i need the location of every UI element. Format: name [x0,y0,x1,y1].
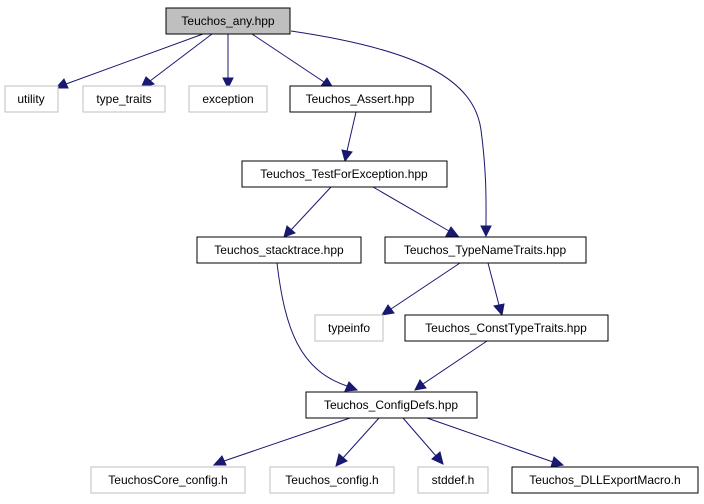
node-label: Teuchos_stacktrace.hpp [214,243,344,257]
node-label: Teuchos_TestForException.hpp [260,167,428,181]
node-label: TeuchosCore_config.h [108,473,227,487]
node-label: Teuchos_DLLExportMacro.h [529,473,680,487]
node-teuchos-config: Teuchos_config.h [269,466,395,494]
node-stddef: stddef.h [417,466,489,494]
node-label: exception [202,92,253,106]
node-label: Teuchos_ConstTypeTraits.hpp [425,321,587,335]
node-label: Teuchos_TypeNameTraits.hpp [404,243,567,257]
node-label: utility [17,92,44,106]
node-label: Teuchos_any.hpp [181,14,275,28]
nodes: Teuchos_any.hpp utility type_traits exce… [4,7,699,494]
node-label: stddef.h [432,473,475,487]
edge-typenametraits-to-typeinfo [381,262,461,316]
edge-any-to-assert [251,33,334,89]
edge-any-to-type-traits [140,33,213,89]
node-teuchos-configdefs[interactable]: Teuchos_ConfigDefs.hpp [305,391,478,419]
node-teuchos-dllexportmacro[interactable]: Teuchos_DLLExportMacro.h [511,466,699,494]
edge-configdefs-to-teuchos-config [335,417,380,467]
node-utility: utility [4,85,59,113]
node-label: Teuchos_Assert.hpp [306,92,415,106]
node-label: typeinfo [328,321,370,335]
edge-any-to-utility [54,33,204,89]
edge-configdefs-to-stddef [402,417,444,465]
node-teuchos-any[interactable]: Teuchos_any.hpp [165,7,291,35]
node-type-traits: type_traits [82,85,166,113]
edge-consttypetraits-to-configdefs [414,340,488,391]
edge-any-to-typenametraits [290,30,492,238]
node-typeinfo: typeinfo [314,314,384,342]
node-teuchos-typenametraits[interactable]: Teuchos_TypeNameTraits.hpp [384,236,587,264]
node-teuchos-stacktrace[interactable]: Teuchos_stacktrace.hpp [196,236,362,264]
node-label: type_traits [96,92,151,106]
edge-testforexception-to-typenametraits [372,186,460,237]
node-exception: exception [188,85,268,113]
edge-stacktrace-to-configdefs [276,262,359,392]
node-teuchos-consttypetraits[interactable]: Teuchos_ConstTypeTraits.hpp [404,314,609,342]
node-teuchoscore-config: TeuchosCore_config.h [90,466,246,494]
node-teuchos-assert[interactable]: Teuchos_Assert.hpp [289,85,432,113]
edge-typenametraits-to-consttypetraits [487,262,505,317]
edge-any-to-exception [222,34,234,90]
edges [54,30,565,468]
edge-testforexception-to-stacktrace [283,186,332,238]
node-teuchos-testforexception[interactable]: Teuchos_TestForException.hpp [241,160,448,188]
node-label: Teuchos_config.h [285,473,378,487]
node-label: Teuchos_ConfigDefs.hpp [324,398,458,412]
edge-assert-to-testforexception [341,111,357,163]
edge-configdefs-to-dllexportmacro [426,417,565,468]
edge-configdefs-to-teuchoscore-config [212,417,351,466]
